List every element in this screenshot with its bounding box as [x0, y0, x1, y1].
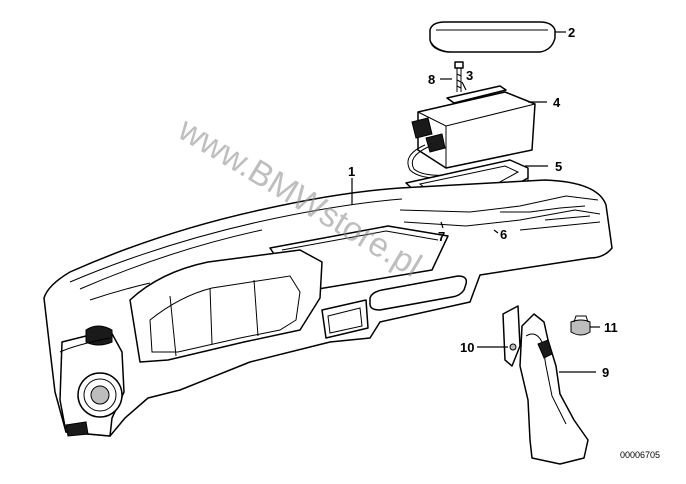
- part-plate: [502, 305, 521, 367]
- callout-3: 3: [466, 68, 473, 83]
- part-module-box: [407, 91, 536, 179]
- callout-1: 1: [348, 164, 355, 179]
- part-plug: [570, 315, 591, 336]
- callout-6: 6: [500, 227, 507, 242]
- part-cover-lid: [429, 21, 556, 53]
- callout-7: 7: [438, 229, 445, 244]
- callout-10: 10: [460, 340, 474, 355]
- part-bracket: [446, 85, 507, 104]
- part-dashboard: [43, 179, 613, 437]
- part-side-trim: [519, 313, 589, 465]
- part-screw: [454, 61, 464, 92]
- callout-8: 8: [428, 72, 435, 87]
- leader-lines: [351, 31, 600, 373]
- callout-11: 11: [604, 320, 618, 335]
- callout-2: 2: [568, 25, 575, 40]
- callout-9: 9: [602, 365, 609, 380]
- callout-5: 5: [555, 159, 562, 174]
- callout-4: 4: [553, 95, 561, 110]
- document-number: 00006705: [620, 450, 660, 460]
